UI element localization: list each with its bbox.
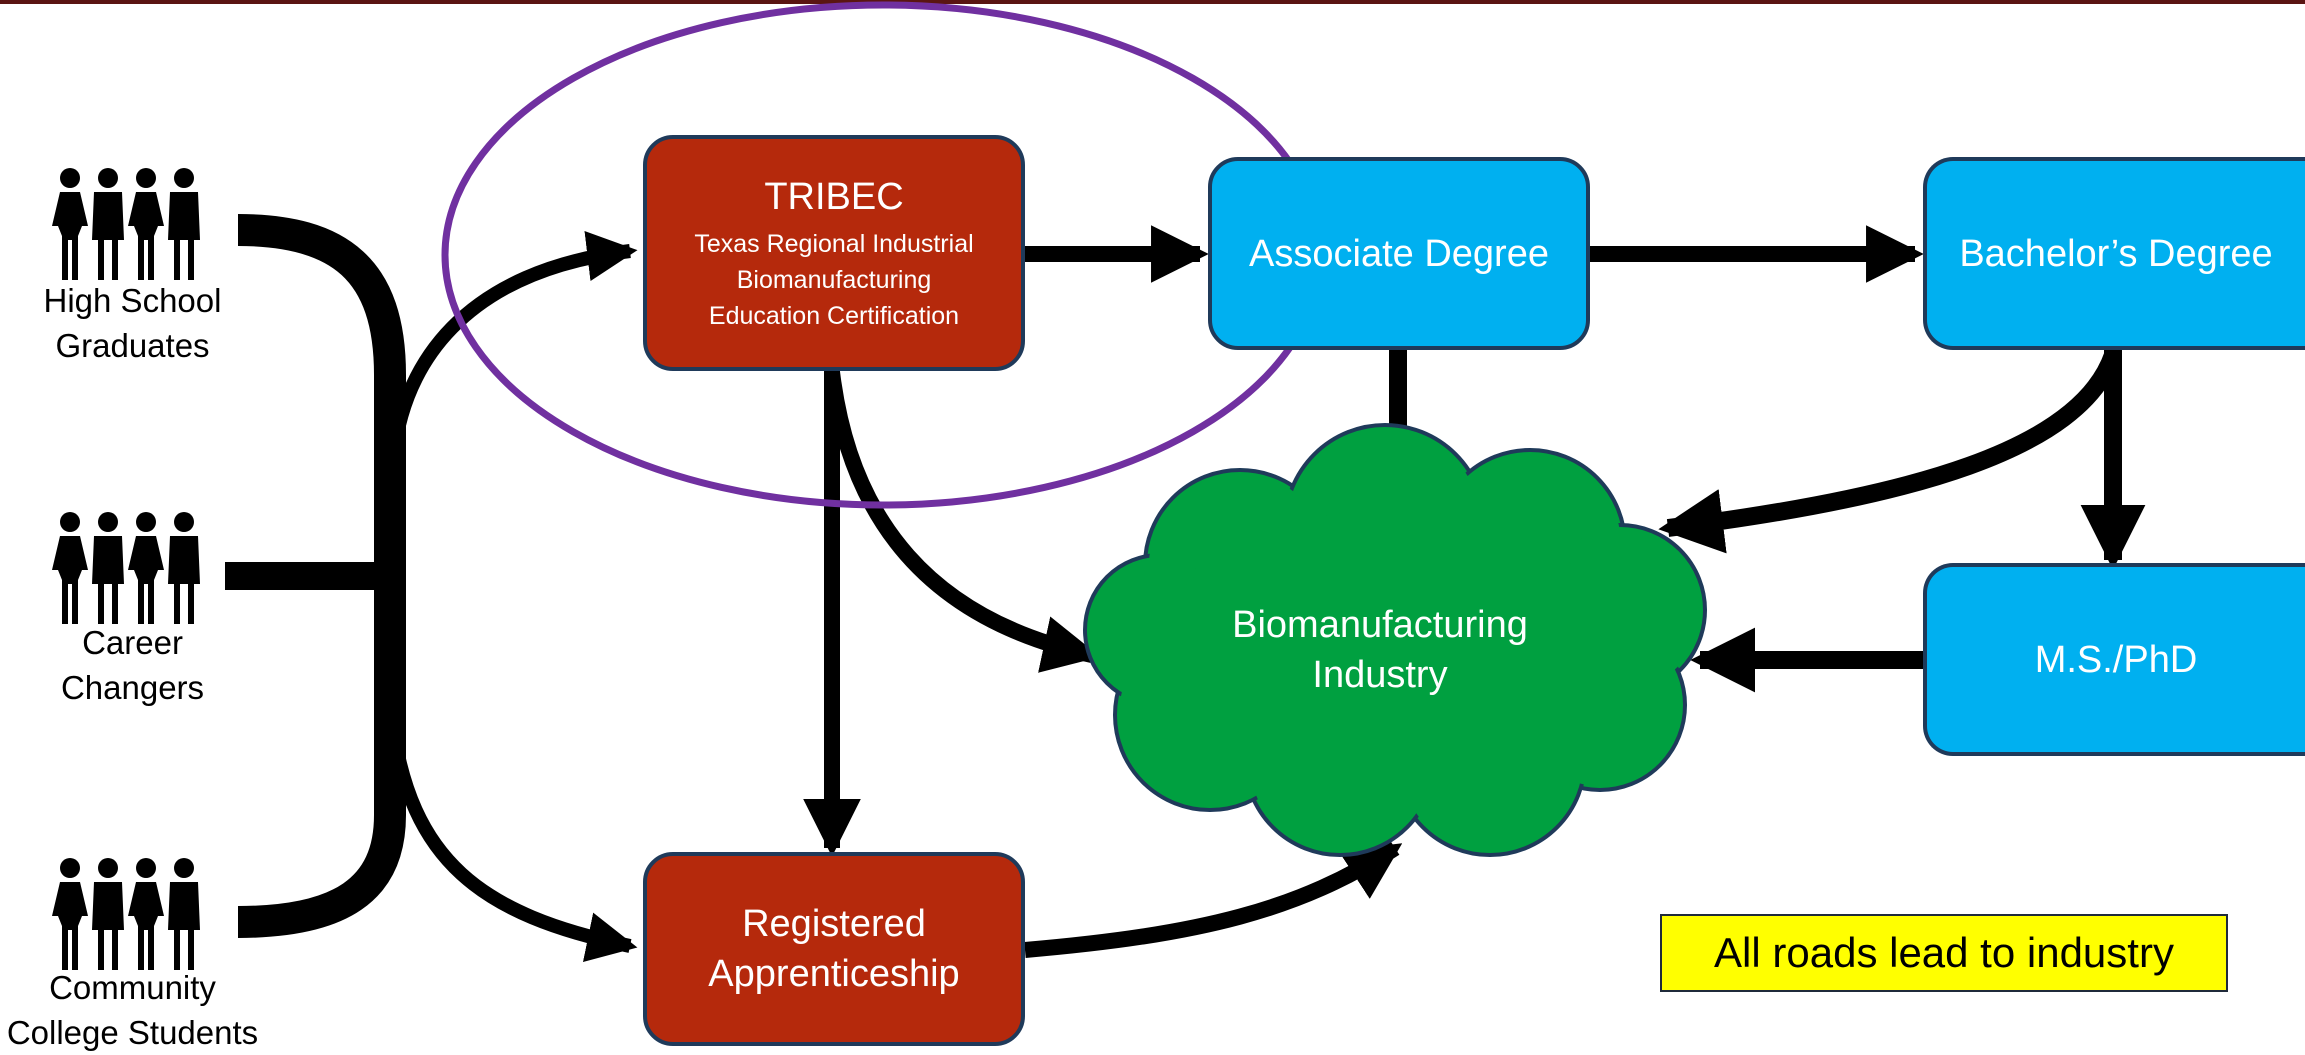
- apprenticeship-line-1: Registered: [742, 903, 926, 945]
- bracket-connector: [237, 214, 406, 938]
- tribec-line-1: Texas Regional Industrial: [694, 230, 974, 258]
- people-icon: [52, 858, 200, 970]
- industry-line-2: Industry: [1312, 654, 1448, 696]
- callout-box: All roads lead to industry: [1660, 914, 2228, 992]
- callout-text: All roads lead to industry: [1714, 929, 2174, 976]
- group-line-2: College Students: [6, 1014, 259, 1051]
- group-label-career-changers: Career Changers: [0, 620, 265, 710]
- group-line-1: Career: [82, 624, 183, 661]
- tribec-box: TRIBEC Texas Regional Industrial Biomanu…: [643, 135, 1025, 371]
- associate-degree-box: Associate Degree: [1208, 157, 1590, 350]
- top-accent-bar: [0, 0, 2305, 4]
- group-label-high-school: High School Graduates: [0, 278, 265, 368]
- group-line-2: Changers: [60, 669, 205, 706]
- ms-phd-box: M.S./PhD: [1923, 563, 2305, 756]
- industry-cloud-fill: [1089, 429, 1701, 851]
- tribec-line-3: Education Certification: [708, 302, 960, 330]
- bachelors-degree-box: Bachelor’s Degree: [1923, 157, 2305, 350]
- group-line-1: High School: [43, 282, 222, 319]
- apprenticeship-box: Registered Apprenticeship: [643, 852, 1025, 1046]
- group-line-1: Community: [49, 969, 216, 1006]
- associate-degree-label: Associate Degree: [1249, 232, 1549, 275]
- arrow-tribec-to-industry: [824, 371, 1101, 673]
- industry-label: Biomanufacturing Industry: [1180, 600, 1580, 700]
- apprenticeship-line-2: Apprenticeship: [708, 953, 960, 995]
- tribec-title: TRIBEC: [764, 176, 904, 218]
- tribec-line-2: Biomanufacturing: [736, 266, 932, 294]
- people-icon: [52, 168, 200, 280]
- industry-line-1: Biomanufacturing: [1232, 604, 1528, 646]
- ms-phd-label: M.S./PhD: [2034, 638, 2198, 681]
- arrow-apprenticeship-to-industry: [1024, 841, 1403, 958]
- group-label-community-college: Community College Students: [0, 965, 265, 1055]
- people-icon: [52, 512, 200, 624]
- arrow-to-tribec: [385, 231, 638, 481]
- group-line-2: Graduates: [55, 327, 210, 364]
- arrow-bachelor-to-industry: [1658, 351, 2122, 554]
- bachelors-degree-label: Bachelor’s Degree: [1959, 232, 2273, 275]
- arrow-to-apprenticeship: [385, 719, 638, 962]
